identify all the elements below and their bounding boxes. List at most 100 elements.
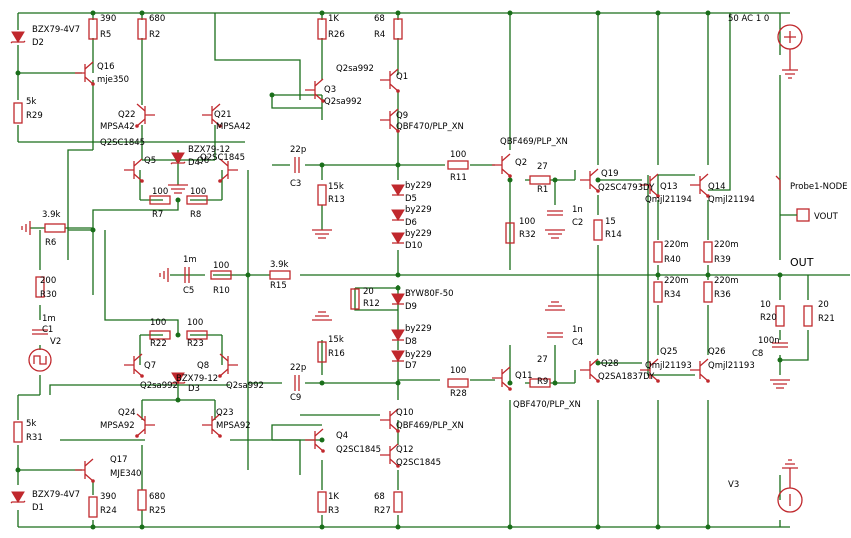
component-r16[interactable] xyxy=(317,341,327,363)
component-q12[interactable] xyxy=(380,443,400,468)
component-q21[interactable] xyxy=(202,103,222,128)
component-c5[interactable] xyxy=(184,267,190,283)
component-r40[interactable] xyxy=(653,241,663,263)
ref-label-r27: R27 xyxy=(374,506,391,516)
component-r7[interactable] xyxy=(149,195,171,205)
component-q13[interactable] xyxy=(640,173,660,198)
value-label-r30: 200 xyxy=(40,276,56,286)
component-d2[interactable] xyxy=(10,31,26,44)
component-r11[interactable] xyxy=(447,160,469,170)
component-r34[interactable] xyxy=(653,281,663,303)
component-q17[interactable] xyxy=(75,458,95,483)
component-q11[interactable] xyxy=(492,366,512,391)
component-q14[interactable] xyxy=(690,173,710,198)
component-d6[interactable] xyxy=(391,209,405,221)
ref-label-c3: C3 xyxy=(290,179,301,189)
component-r20[interactable] xyxy=(775,305,785,327)
component-r27[interactable] xyxy=(393,491,403,513)
component-r9[interactable] xyxy=(529,378,551,388)
component-q16[interactable] xyxy=(75,61,95,86)
component-q8[interactable] xyxy=(218,353,238,378)
value-label-c5: 1m xyxy=(183,255,197,265)
component-r13[interactable] xyxy=(317,184,327,206)
component-r3[interactable] xyxy=(317,491,327,513)
component-c9[interactable] xyxy=(294,375,300,391)
component-r14[interactable] xyxy=(593,219,603,241)
value-label-q8: Q2sa992 xyxy=(226,381,264,391)
voltage-source-v1[interactable] xyxy=(777,24,803,79)
signal-source-v2[interactable] xyxy=(28,348,52,372)
component-d3[interactable] xyxy=(170,372,186,385)
component-r28[interactable] xyxy=(447,378,469,388)
component-d1[interactable] xyxy=(10,491,26,504)
component-q5[interactable] xyxy=(124,158,144,183)
component-q7[interactable] xyxy=(124,353,144,378)
value-label-r20: 10 xyxy=(760,300,771,310)
component-r4[interactable] xyxy=(393,18,403,40)
component-r39[interactable] xyxy=(703,241,713,263)
component-r2[interactable] xyxy=(137,18,147,40)
component-r29[interactable] xyxy=(13,102,23,124)
component-q28[interactable] xyxy=(580,358,600,383)
component-r31[interactable] xyxy=(13,421,23,443)
component-q25[interactable] xyxy=(640,358,660,383)
component-r24[interactable] xyxy=(88,496,98,518)
component-c2[interactable] xyxy=(547,210,563,216)
component-r1[interactable] xyxy=(529,175,551,185)
vout-terminal[interactable] xyxy=(780,208,810,222)
component-r30[interactable] xyxy=(35,276,45,298)
value-label-r13: 15k xyxy=(328,182,344,192)
component-r8[interactable] xyxy=(186,195,208,205)
component-q10[interactable] xyxy=(380,408,400,433)
component-r12[interactable] xyxy=(350,288,360,310)
component-q22[interactable] xyxy=(135,103,155,128)
component-r22[interactable] xyxy=(149,330,171,340)
component-q24[interactable] xyxy=(135,413,155,438)
ref-label-q7: Q7 xyxy=(144,361,156,371)
component-d7[interactable] xyxy=(391,350,405,362)
component-d9[interactable] xyxy=(391,293,405,305)
component-r36[interactable] xyxy=(703,281,713,303)
component-c1[interactable] xyxy=(32,329,48,335)
value-label-r1: 27 xyxy=(537,162,548,172)
component-r25[interactable] xyxy=(137,489,147,511)
component-q19[interactable] xyxy=(580,168,600,193)
value-label-r22: 100 xyxy=(150,318,166,328)
probe-marker[interactable] xyxy=(775,175,781,190)
component-d8[interactable] xyxy=(391,329,405,341)
value-label-q1: Q2sa992 xyxy=(336,64,374,74)
component-q2[interactable] xyxy=(492,153,512,178)
component-d4[interactable] xyxy=(170,152,186,165)
value-label-q21: MPSA42 xyxy=(216,122,251,132)
ref-label-r14: R14 xyxy=(605,230,622,240)
component-r26[interactable] xyxy=(317,18,327,40)
component-q6[interactable] xyxy=(218,158,238,183)
component-r23[interactable] xyxy=(186,330,208,340)
component-c3[interactable] xyxy=(294,157,300,173)
component-q4[interactable] xyxy=(305,428,325,453)
value-label-q14: Qmjl21194 xyxy=(708,195,755,205)
component-q23[interactable] xyxy=(202,413,222,438)
component-r32[interactable] xyxy=(505,222,515,244)
component-q9[interactable] xyxy=(380,108,400,133)
value-label-r4: 68 xyxy=(374,14,385,24)
component-d10[interactable] xyxy=(391,232,405,244)
components xyxy=(10,18,813,518)
value-label-r32: 100 xyxy=(519,217,535,227)
component-r21[interactable] xyxy=(803,305,813,327)
component-d5[interactable] xyxy=(391,184,405,196)
component-r15[interactable] xyxy=(269,270,291,280)
component-r6[interactable] xyxy=(44,223,66,233)
component-q26[interactable] xyxy=(690,358,710,383)
voltage-source-v3[interactable] xyxy=(777,459,803,513)
ref-label-d6: D6 xyxy=(405,218,417,228)
value-label-c2: 1n xyxy=(572,205,583,215)
component-q3[interactable] xyxy=(305,78,325,103)
ref-label-r20: R20 xyxy=(760,313,777,323)
component-r10[interactable] xyxy=(210,270,232,280)
component-r5[interactable] xyxy=(88,18,98,40)
component-c4[interactable] xyxy=(547,332,563,338)
component-q1[interactable] xyxy=(380,68,400,93)
value-label-d1: BZX79-4V7 xyxy=(32,490,80,500)
component-c8[interactable] xyxy=(772,342,788,348)
